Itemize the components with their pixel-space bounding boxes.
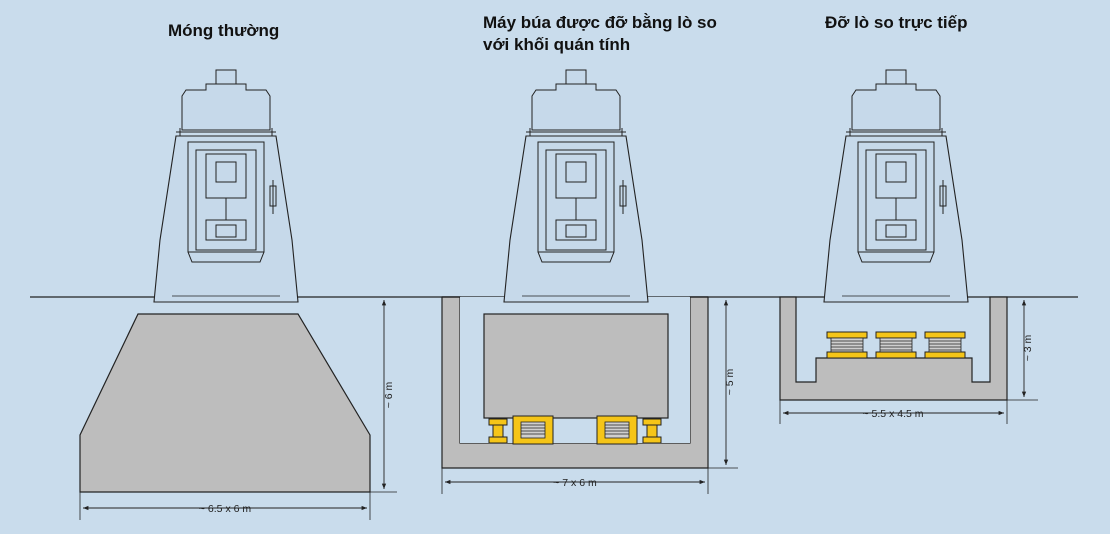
hammer-machine-3: [823, 69, 969, 303]
ordinary-size-label: ~ 6.5 x 6 m: [199, 503, 251, 515]
inertia-depth-label: ~ 5 m: [724, 368, 736, 395]
inertia-block-group: ~ 5 m ~ 7 x 6 m: [441, 69, 738, 494]
concrete-foundation-block: [79, 313, 371, 493]
spring-column-2: [875, 331, 917, 359]
title-ordinary-foundation: Móng thường: [168, 21, 280, 40]
ordinary-foundation-group: ~ 6 m ~ 6.5 x 6 m: [79, 69, 397, 520]
hammer-machine-2: [503, 69, 649, 303]
spring-column-1: [826, 331, 868, 359]
spring-element-2: [596, 415, 638, 445]
direct-size-label: ~ 5.5 x 4.5 m: [863, 408, 924, 420]
ordinary-depth-label: ~ 6 m: [383, 381, 395, 408]
inertia-size-label: ~ 7 x 6 m: [553, 477, 597, 489]
direct-depth-label: ~ 3 m: [1022, 334, 1034, 361]
inertia-block: [483, 313, 669, 419]
title-direct-spring: Đỡ lò so trực tiếp: [825, 13, 968, 32]
spring-element-1: [512, 415, 554, 445]
spring-column-3: [924, 331, 966, 359]
title-inertia-block: Máy búa được đỡ bằng lò so với khối quán…: [483, 13, 717, 54]
direct-spring-group: ~ 3 m ~ 5.5 x 4.5 m: [779, 69, 1038, 424]
hammer-machine-1: [153, 69, 299, 303]
